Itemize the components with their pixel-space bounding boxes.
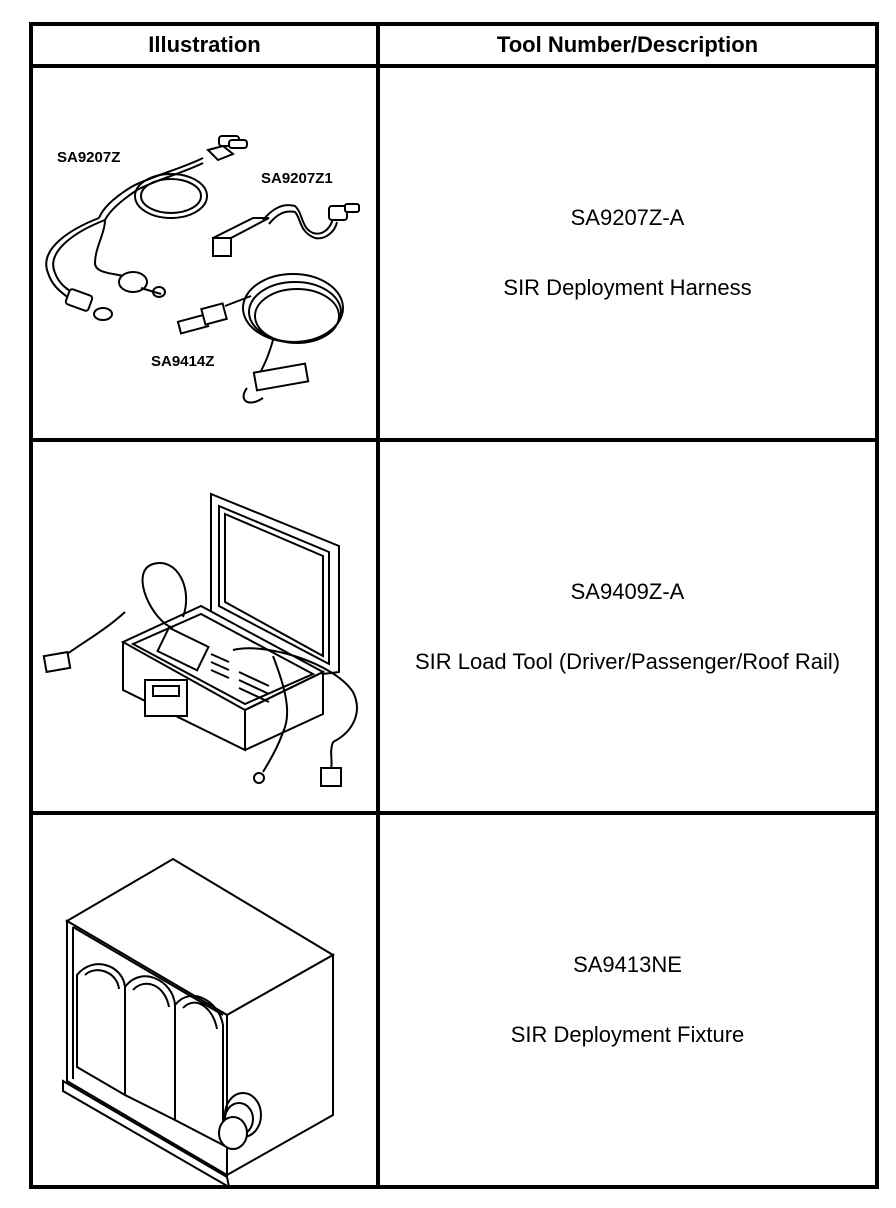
deployment-fixture-illustration bbox=[62, 857, 335, 1185]
illustration-cell bbox=[29, 811, 380, 1189]
description-cell: SA9207Z-A SIR Deployment Harness bbox=[376, 64, 879, 442]
table-row: SA9413NE SIR Deployment Fixture bbox=[29, 811, 879, 1189]
table-row: SA9409Z-A SIR Load Tool (Driver/Passenge… bbox=[29, 438, 879, 815]
table-row: SA9207Z SA9207Z1 SA9414Z bbox=[29, 64, 879, 442]
load-tool-illustration bbox=[42, 492, 358, 787]
header-illustration: Illustration bbox=[29, 22, 380, 68]
header-tool-description: Tool Number/Description bbox=[376, 22, 879, 68]
header-row: Illustration Tool Number/Description bbox=[29, 22, 879, 68]
callout-sa9414z: SA9414Z bbox=[151, 353, 214, 370]
tools-table: Illustration Tool Number/Description SA9… bbox=[29, 22, 879, 1189]
tool-description: SIR Deployment Harness bbox=[503, 275, 752, 300]
tool-number: SA9207Z-A bbox=[570, 205, 685, 230]
deployment-harness-illustration: SA9207Z SA9207Z1 SA9414Z bbox=[45, 135, 360, 404]
tool-number: SA9413NE bbox=[573, 952, 682, 977]
callout-sa9207z1: SA9207Z1 bbox=[261, 170, 333, 187]
callout-sa9207z: SA9207Z bbox=[57, 149, 120, 166]
illustration-cell bbox=[29, 438, 380, 815]
tool-description: SIR Deployment Fixture bbox=[510, 1022, 745, 1047]
illustration-cell: SA9207Z SA9207Z1 SA9414Z bbox=[29, 64, 380, 442]
tool-description: SIR Load Tool (Driver/Passenger/Roof Rai… bbox=[414, 648, 841, 674]
description-cell: SA9409Z-A SIR Load Tool (Driver/Passenge… bbox=[376, 438, 879, 815]
tool-number: SA9409Z-A bbox=[570, 578, 685, 604]
description-cell: SA9413NE SIR Deployment Fixture bbox=[376, 811, 879, 1189]
